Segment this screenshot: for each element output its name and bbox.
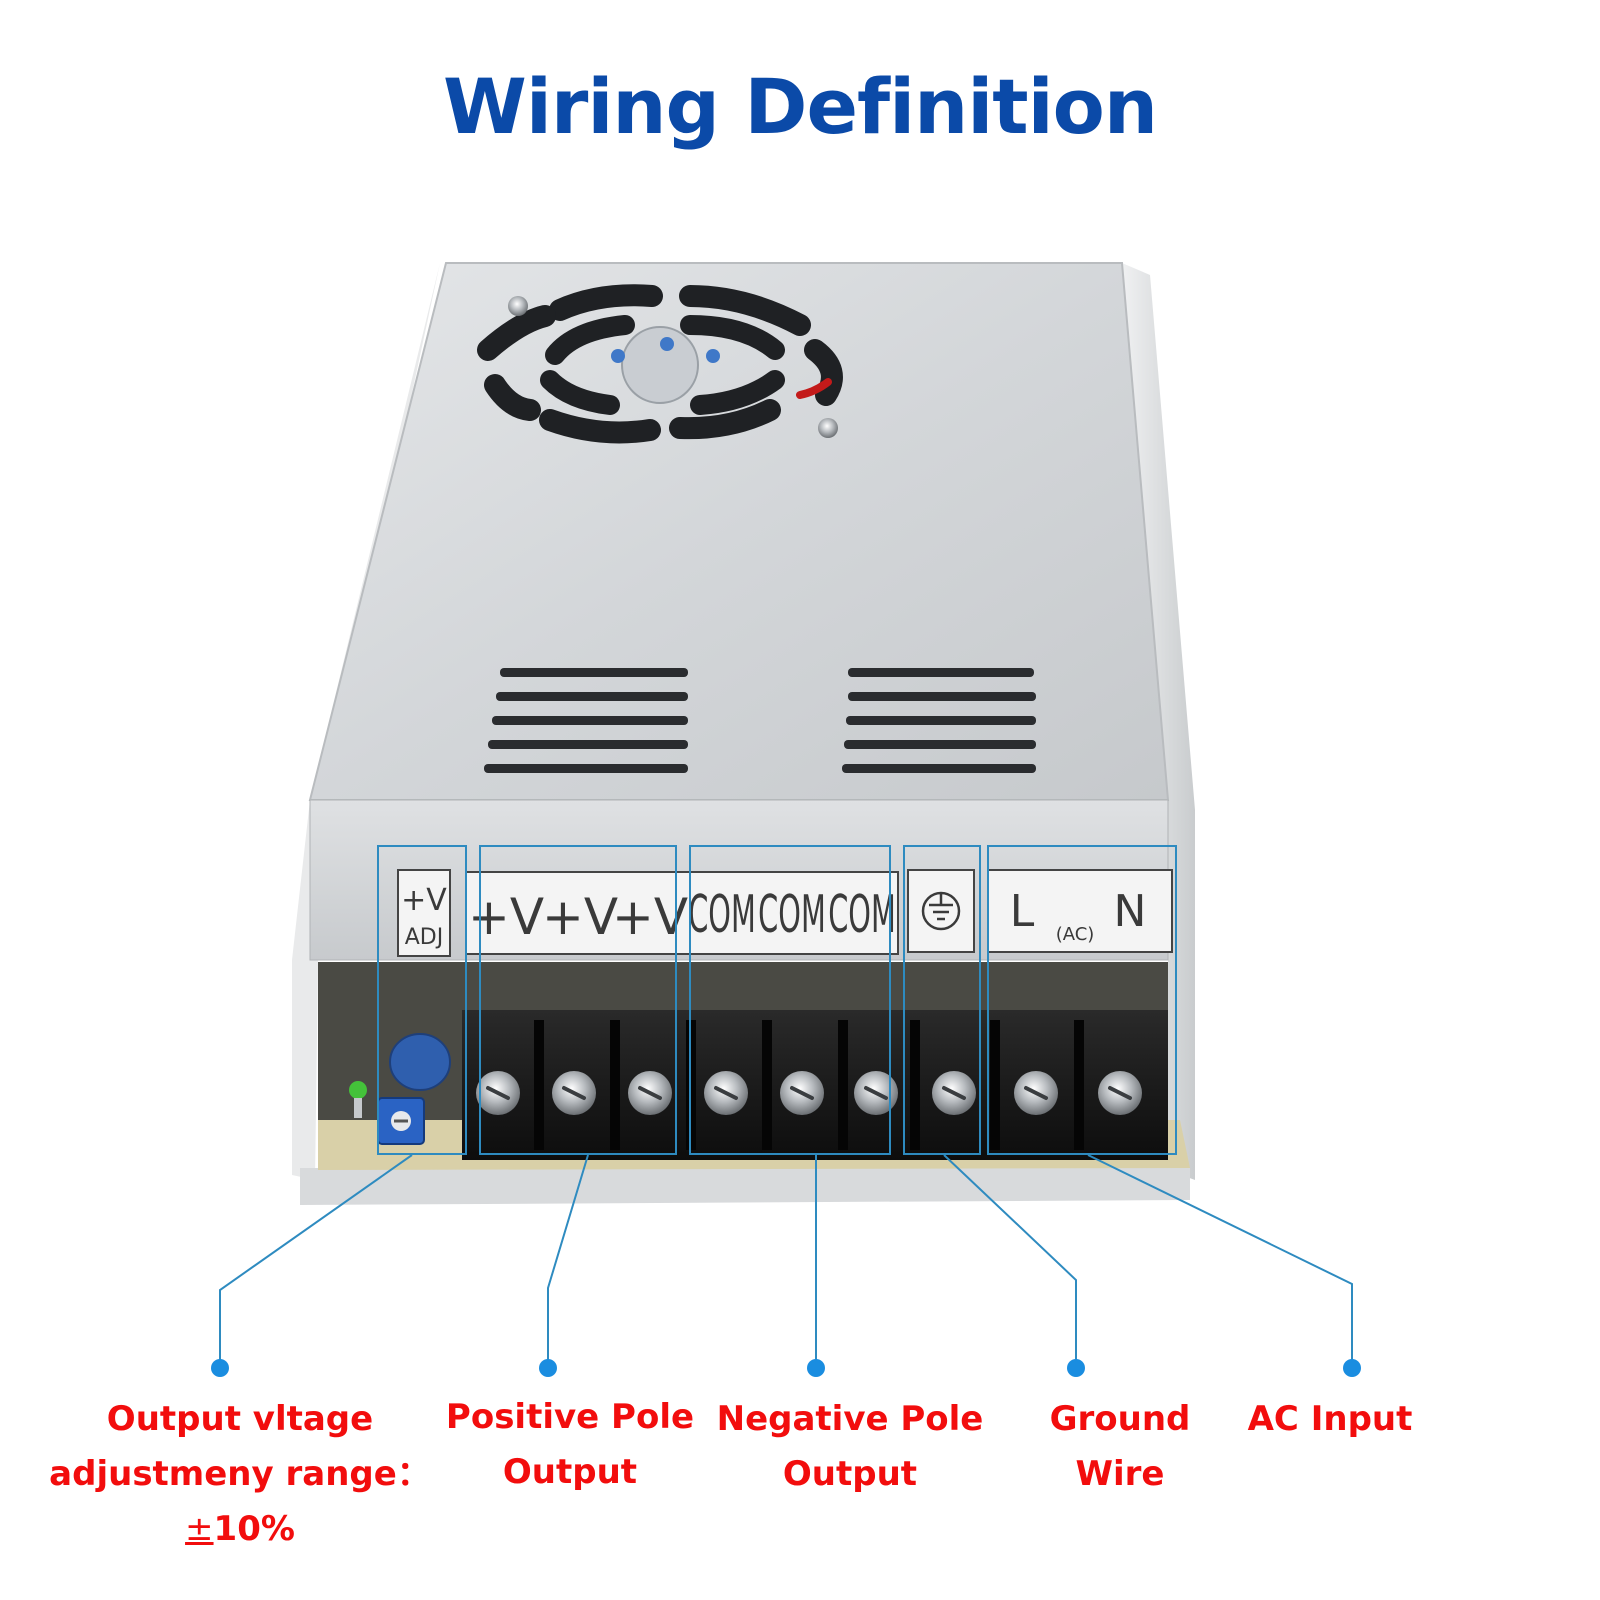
fan-red-wire (796, 378, 832, 399)
terminal-block (462, 1010, 1168, 1160)
fan-mount-screw (508, 296, 528, 316)
callout-ground-wire: Ground Wire (1020, 1392, 1220, 1502)
vent-slots-right (842, 668, 1036, 773)
fan-slot (804, 339, 843, 406)
highlight-ground (903, 845, 981, 1155)
fan-bolt (611, 349, 625, 363)
fan-slot (484, 374, 541, 421)
fan-grille (477, 284, 843, 444)
adj-label-top: +V (401, 883, 447, 918)
fan-bolt (706, 349, 720, 363)
casing-top (308, 262, 1170, 801)
fan-slot (680, 315, 785, 360)
fan-slot (539, 409, 661, 444)
fan-slot (669, 399, 781, 440)
ac-label-box (987, 869, 1173, 953)
leader-lines (219, 1154, 1353, 1368)
callout-ac-input-line1: AC Input (1247, 1399, 1413, 1439)
fan-slot (545, 315, 635, 365)
ground-icon (921, 891, 961, 931)
capacitor (389, 1033, 451, 1091)
callout-positive-pole-line2: Output (502, 1452, 638, 1492)
negative-label: COM (688, 884, 756, 945)
fan-slot (549, 284, 663, 321)
leader-dot (1343, 1359, 1361, 1377)
leader-ground (943, 1154, 1077, 1368)
group-highlights (377, 845, 1177, 1155)
vent-slots-left (484, 668, 688, 773)
leader-dot (211, 1359, 229, 1377)
positive-label: +V (542, 888, 618, 946)
callout-negative-pole-line1: Negative Pole (716, 1399, 984, 1439)
adj-label-bottom: ADJ (405, 925, 443, 950)
highlight-negative (689, 845, 891, 1155)
leader-dot (539, 1359, 557, 1377)
casing-base (300, 1168, 1190, 1205)
leader-dot (807, 1359, 825, 1377)
ac-mid-label: (AC) (1056, 924, 1095, 945)
led-indicator (349, 1081, 367, 1099)
plus-minus-symbol: ± (185, 1509, 214, 1549)
highlight-ac (987, 845, 1177, 1155)
ac-l-label: L (1010, 886, 1035, 937)
highlight-adjust (377, 845, 467, 1155)
fan-slot (679, 285, 811, 336)
fan-slot (690, 370, 785, 415)
highlight-positive (479, 845, 677, 1155)
ac-n-label: N (1114, 886, 1147, 937)
fan-bolt (660, 337, 674, 351)
callout-ground-wire-line1: Ground (1049, 1399, 1191, 1439)
leader-adjust (219, 1154, 413, 1368)
callout-positive-pole-line1: Positive Pole (445, 1397, 695, 1437)
casing-left-side (292, 263, 440, 1180)
leader-dots (211, 1359, 1361, 1377)
fan-hub (621, 326, 699, 404)
output-label-box (465, 871, 899, 955)
fan-mount-screw (818, 418, 838, 438)
negative-label: COM (758, 884, 826, 945)
callout-positive-pole: Positive Pole Output (440, 1390, 700, 1500)
callout-voltage-adjust-line3: ±10% (40, 1502, 440, 1557)
callout-voltage-adjust-value: 10% (213, 1509, 295, 1549)
callout-voltage-adjust-line1: Output vltage (106, 1399, 374, 1439)
fan-slot (477, 305, 556, 361)
leader-positive (547, 1154, 589, 1368)
terminal-label-strip: +V ADJ +V +V +V COM COM COM L (AC) N (397, 869, 1173, 957)
callout-ac-input: AC Input (1220, 1392, 1440, 1447)
adj-label-box (397, 869, 451, 957)
leader-dot (1067, 1359, 1085, 1377)
callout-ground-wire-line2: Wire (1075, 1454, 1165, 1494)
callout-voltage-adjust: Output vltage adjustmeny range： ±10% (40, 1392, 440, 1557)
leader-ac (1087, 1154, 1353, 1368)
fan-slot (540, 370, 620, 415)
callout-negative-pole-line2: Output (782, 1454, 918, 1494)
callout-negative-pole: Negative Pole Output (710, 1392, 990, 1502)
callout-voltage-adjust-line2: adjustmeny range： (49, 1454, 431, 1494)
negative-label: COM (828, 884, 896, 945)
page-title: Wiring Definition (443, 62, 1158, 151)
